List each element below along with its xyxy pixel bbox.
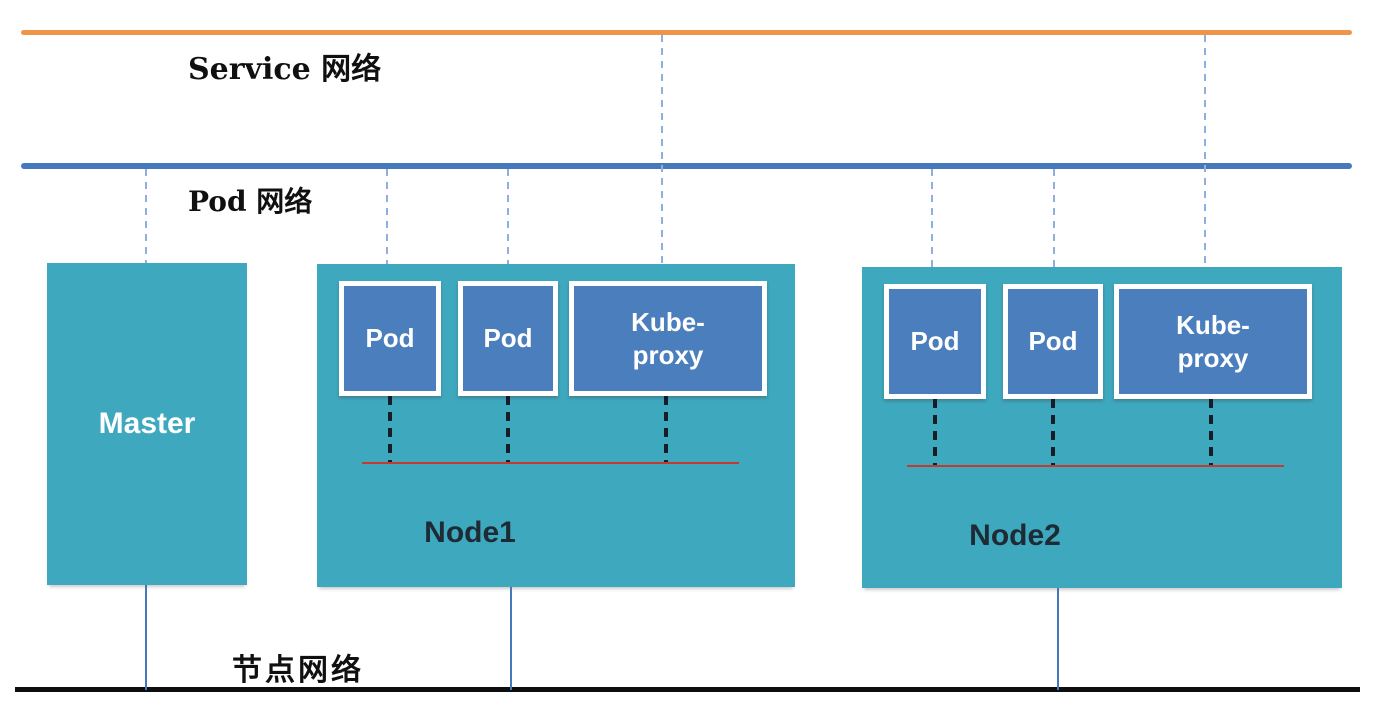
node-network-line <box>15 687 1360 692</box>
master-box: Master <box>47 263 247 585</box>
pod-box: Pod <box>1003 284 1103 399</box>
pod-label: Pod <box>1028 326 1078 356</box>
service-network-dashed-link-node2-kubeproxy <box>1204 35 1206 284</box>
pod-bridge-dashed-drop <box>933 399 937 465</box>
pod-network-line <box>21 163 1352 169</box>
node2-label: Node2 <box>969 519 1061 552</box>
service-network-line <box>21 30 1352 35</box>
pod-network-dashed-link-node2-pod2 <box>1053 169 1055 284</box>
pod-bridge-dashed-drop <box>664 396 668 462</box>
pod-bridge-dashed-drop <box>388 396 392 462</box>
pod-label: Pod <box>483 323 533 353</box>
kube-proxy-box: Kube-proxy <box>1114 284 1312 399</box>
pod-network-dashed-link-node1-pod2 <box>507 169 509 281</box>
node-network-label: 节点网络 <box>232 653 364 688</box>
pod-box: Pod <box>884 284 986 399</box>
pod-network-label: Pod 网络 <box>188 185 313 218</box>
node2-box: Pod Pod Kube-proxy Node2 <box>862 267 1342 588</box>
kube-proxy-label: Kube-proxy <box>631 307 705 370</box>
node1-label: Node1 <box>424 516 516 549</box>
pod-bridge-dashed-drop <box>506 396 510 462</box>
pod-bridge-dashed-drop <box>1051 399 1055 465</box>
pod-network-dashed-link-node1-pod1 <box>386 169 388 281</box>
node-bridge-line <box>362 462 739 464</box>
pod-box: Pod <box>458 281 558 396</box>
node-network-link-node2 <box>1057 588 1059 690</box>
node-bridge-line <box>907 465 1284 467</box>
pod-label: Pod <box>365 323 415 353</box>
node-network-link-node1 <box>510 587 512 690</box>
node1-box: Pod Pod Kube-proxy Node1 <box>317 264 795 587</box>
service-network-label: Service 网络 <box>188 52 382 87</box>
pod-label: Pod <box>910 326 960 356</box>
service-network-dashed-link-node1-kubeproxy <box>661 35 663 281</box>
pod-bridge-dashed-drop <box>1209 399 1213 465</box>
kube-proxy-label: Kube-proxy <box>1176 310 1250 373</box>
pod-network-dashed-link-master <box>145 169 147 264</box>
node-network-link-master <box>145 585 147 690</box>
pod-network-dashed-link-node2-pod1 <box>931 169 933 284</box>
master-label: Master <box>98 407 196 440</box>
pod-box: Pod <box>339 281 441 396</box>
kube-proxy-box: Kube-proxy <box>569 281 767 396</box>
